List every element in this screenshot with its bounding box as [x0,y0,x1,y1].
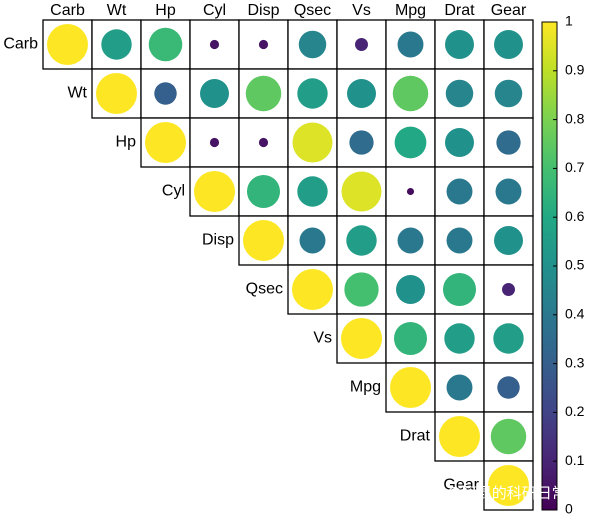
circle-vs-mpg [393,321,428,356]
row-label-gear: Gear [443,477,479,494]
column-label-drat: Drat [444,2,475,19]
circle-hp-vs [349,130,374,155]
circle-hp-gear [496,130,521,155]
row-label-mpg: Mpg [350,379,381,396]
circle-disp-gear [494,226,523,255]
circle-carb-cyl [209,39,220,50]
column-label-gear: Gear [491,2,527,19]
circle-wt-vs [347,79,376,108]
circle-mpg-mpg [390,367,431,408]
circle-hp-hp [145,122,186,163]
circle-disp-vs [346,225,377,256]
circle-carb-drat [445,30,474,59]
circle-wt-disp [245,75,282,112]
circle-mpg-gear [497,376,520,399]
row-label-disp: Disp [202,232,234,249]
circle-carb-qsec [298,30,327,59]
circle-gear-gear [488,465,529,506]
circle-qsec-vs [344,272,379,307]
circle-wt-qsec [297,78,328,109]
row-label-vs: Vs [313,330,332,347]
row-label-hp: Hp [116,134,137,151]
colorbar-tick-label: 1 [565,13,573,29]
column-label-vs: Vs [352,2,371,19]
circle-wt-drat [445,79,474,108]
circle-mpg-drat [446,374,473,401]
circle-carb-carb [47,24,88,65]
circle-qsec-qsec [292,269,333,310]
circle-hp-drat [445,128,474,157]
circle-hp-disp [258,137,269,148]
cell-carb-mpg [385,19,436,70]
circle-cyl-disp [246,174,281,209]
circle-vs-vs [341,318,382,359]
circle-hp-cyl [209,137,220,148]
row-label-drat: Drat [400,428,431,445]
circle-cyl-cyl [194,171,235,212]
column-label-wt: Wt [107,2,127,19]
circle-vs-drat [444,323,475,354]
circle-marks [47,24,529,506]
circle-carb-gear [494,30,523,59]
circle-disp-drat [446,227,473,254]
circle-cyl-mpg [406,187,415,196]
circle-carb-wt [101,29,132,60]
circle-vs-gear [493,323,524,354]
circle-wt-gear [494,79,523,108]
circle-wt-wt [96,73,137,114]
circle-disp-qsec [299,227,326,254]
circle-wt-cyl [200,79,229,108]
circle-carb-hp [148,27,183,62]
circle-qsec-mpg [396,275,425,304]
column-label-qsec: Qsec [294,2,331,19]
column-label-hp: Hp [155,2,176,19]
column-label-mpg: Mpg [395,2,426,19]
circle-wt-mpg [392,75,429,112]
circle-carb-mpg [397,31,424,58]
circle-hp-qsec [292,122,333,163]
row-label-cyl: Cyl [162,183,185,200]
colorbar-tick-label: 0.6 [565,208,585,224]
colorbar-tick-label: 0.5 [565,257,585,273]
watermark-text: 知乎 @阿昆的科研日常 [412,484,567,502]
colorbar-tick-label: 0.1 [565,452,585,468]
circle-carb-vs [355,38,368,51]
colorbar-tick-label: 0.7 [565,159,585,175]
row-label-wt: Wt [67,85,87,102]
circle-cyl-qsec [297,176,328,207]
column-label-disp: Disp [247,2,279,19]
colorbar-tick-label: 0.9 [565,62,585,78]
circle-cyl-drat [446,178,473,205]
colorbar: 0 0.1 0.2 0.3 0.4 0.5 0.6 0.7 0.8 0.9 1 [541,13,585,517]
circle-cyl-gear [495,178,522,205]
cell-hp-disp [238,117,289,168]
circle-cyl-vs [341,171,382,212]
colorbar-tick-label: 0.4 [565,306,585,322]
column-label-cyl: Cyl [203,2,226,19]
row-label-qsec: Qsec [246,281,283,298]
colorbar-tick-label: 0.2 [565,403,585,419]
colorbar-tick-label: 0.8 [565,110,585,126]
circle-drat-gear [490,418,527,455]
colorbar-tick-label: 0.3 [565,354,585,370]
circle-qsec-drat [442,272,477,307]
column-label-carb: Carb [50,2,85,19]
circle-disp-disp [243,220,284,261]
circle-carb-disp [258,39,269,50]
circle-qsec-gear [502,283,515,296]
circle-wt-hp [154,82,177,105]
circle-drat-drat [439,416,480,457]
colorbar-tick-label: 0 [565,501,573,517]
circle-hp-mpg [394,126,427,159]
circle-disp-mpg [397,227,424,254]
row-label-carb: Carb [3,36,38,53]
